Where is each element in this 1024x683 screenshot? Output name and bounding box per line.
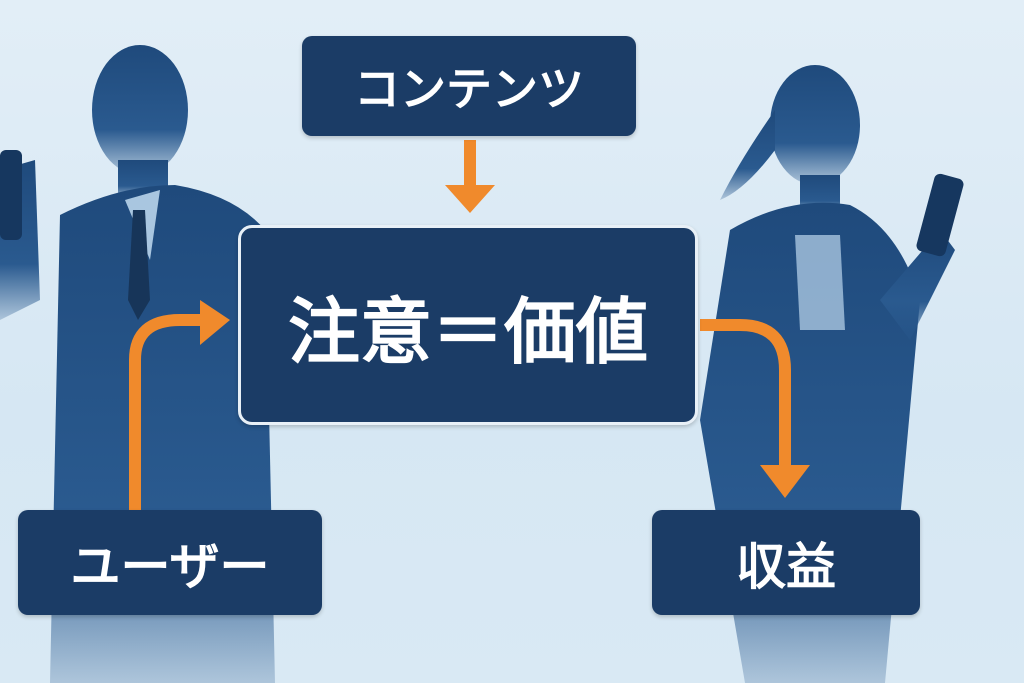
user-box: ユーザー [18, 510, 322, 615]
attention-value-box: 注意＝価値 [238, 225, 698, 425]
top-inner [795, 235, 845, 330]
main-to-revenue-arrow [700, 319, 791, 470]
user-to-main-arrow [129, 314, 205, 510]
attention-value-label: 注意＝価値 [287, 289, 648, 374]
content-label: コンテンツ [354, 62, 584, 116]
user-label: ユーザー [70, 537, 270, 596]
orange-arrows [129, 140, 791, 510]
tie [128, 210, 150, 320]
revenue-label: 収益 [736, 537, 836, 596]
content-box: コンテンツ [302, 36, 636, 136]
revenue-box: 収益 [652, 510, 920, 615]
